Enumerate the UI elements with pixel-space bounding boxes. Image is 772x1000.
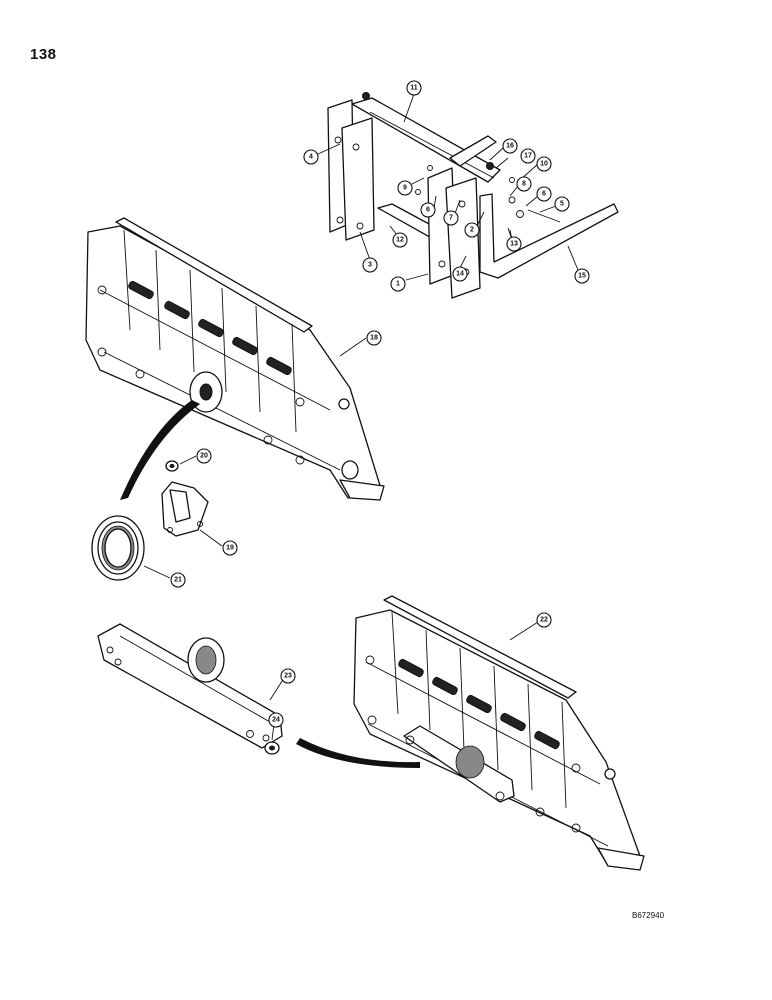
callout-label: 6: [426, 207, 430, 214]
bushing-part-24: [264, 741, 280, 755]
callout-label: 12: [396, 237, 404, 244]
callout-label: 19: [226, 545, 234, 552]
roller-assembly-part-23: [97, 623, 283, 749]
callout-4: 4: [303, 149, 319, 165]
fork-carriage-assembly: [327, 92, 619, 299]
callout-1: 1: [390, 276, 406, 292]
callout-22: 22: [536, 612, 552, 628]
callout-7: 7: [443, 210, 459, 226]
callout-16: 16: [502, 138, 518, 154]
callout-label: 13: [510, 241, 518, 248]
callout-label: 7: [449, 215, 453, 222]
callout-label: 15: [578, 273, 586, 280]
callout-10: 10: [536, 156, 552, 172]
callout-label: 5: [560, 201, 564, 208]
callout-18: 18: [366, 330, 382, 346]
callout-14: 14: [452, 266, 468, 282]
callout-12: 12: [392, 232, 408, 248]
callout-21: 21: [170, 572, 186, 588]
callout-label: 17: [524, 153, 532, 160]
callout-9: 9: [397, 180, 413, 196]
callout-label: 24: [272, 717, 280, 724]
callout-label: 23: [284, 673, 292, 680]
callout-15: 15: [574, 268, 590, 284]
callout-label: 14: [456, 271, 464, 278]
callout-8: 8: [516, 176, 532, 192]
drawing-code: B672940: [632, 911, 665, 920]
callout-label: 10: [540, 161, 548, 168]
callout-13: 13: [506, 236, 522, 252]
callout-label: 18: [370, 335, 378, 342]
callout-label: 6: [542, 191, 546, 198]
callout-label: 2: [470, 227, 474, 234]
exploded-view-arrow-1: [120, 400, 200, 500]
callout-label: 22: [540, 617, 548, 624]
callout-2: 2: [464, 222, 480, 238]
callout-5: 5: [554, 196, 570, 212]
callout-6b: 6: [420, 202, 436, 218]
callout-17: 17: [520, 148, 536, 164]
callout-label: 4: [309, 154, 313, 161]
ring-part-21: [91, 515, 145, 581]
callout-23: 23: [280, 668, 296, 684]
callout-24: 24: [268, 712, 284, 728]
rake-assembly: [85, 217, 385, 501]
callout-label: 16: [506, 143, 514, 150]
rake-assembly-lower: [353, 595, 645, 871]
page-number: 138: [30, 46, 57, 63]
nut-part-20: [165, 460, 179, 472]
callout-label: 21: [174, 577, 182, 584]
callout-label: 1: [396, 281, 400, 288]
callout-label: 8: [522, 181, 526, 188]
callout-19: 19: [222, 540, 238, 556]
callout-label: 11: [410, 85, 418, 92]
callout-label: 9: [403, 185, 407, 192]
bracket-part-19: [161, 481, 209, 537]
callout-11: 11: [406, 80, 422, 96]
callout-3: 3: [362, 257, 378, 273]
callout-6a: 6: [536, 186, 552, 202]
callout-label: 20: [200, 453, 208, 460]
callout-label: 3: [368, 262, 372, 269]
exploded-view-arrow-2: [296, 738, 420, 768]
callout-20: 20: [196, 448, 212, 464]
